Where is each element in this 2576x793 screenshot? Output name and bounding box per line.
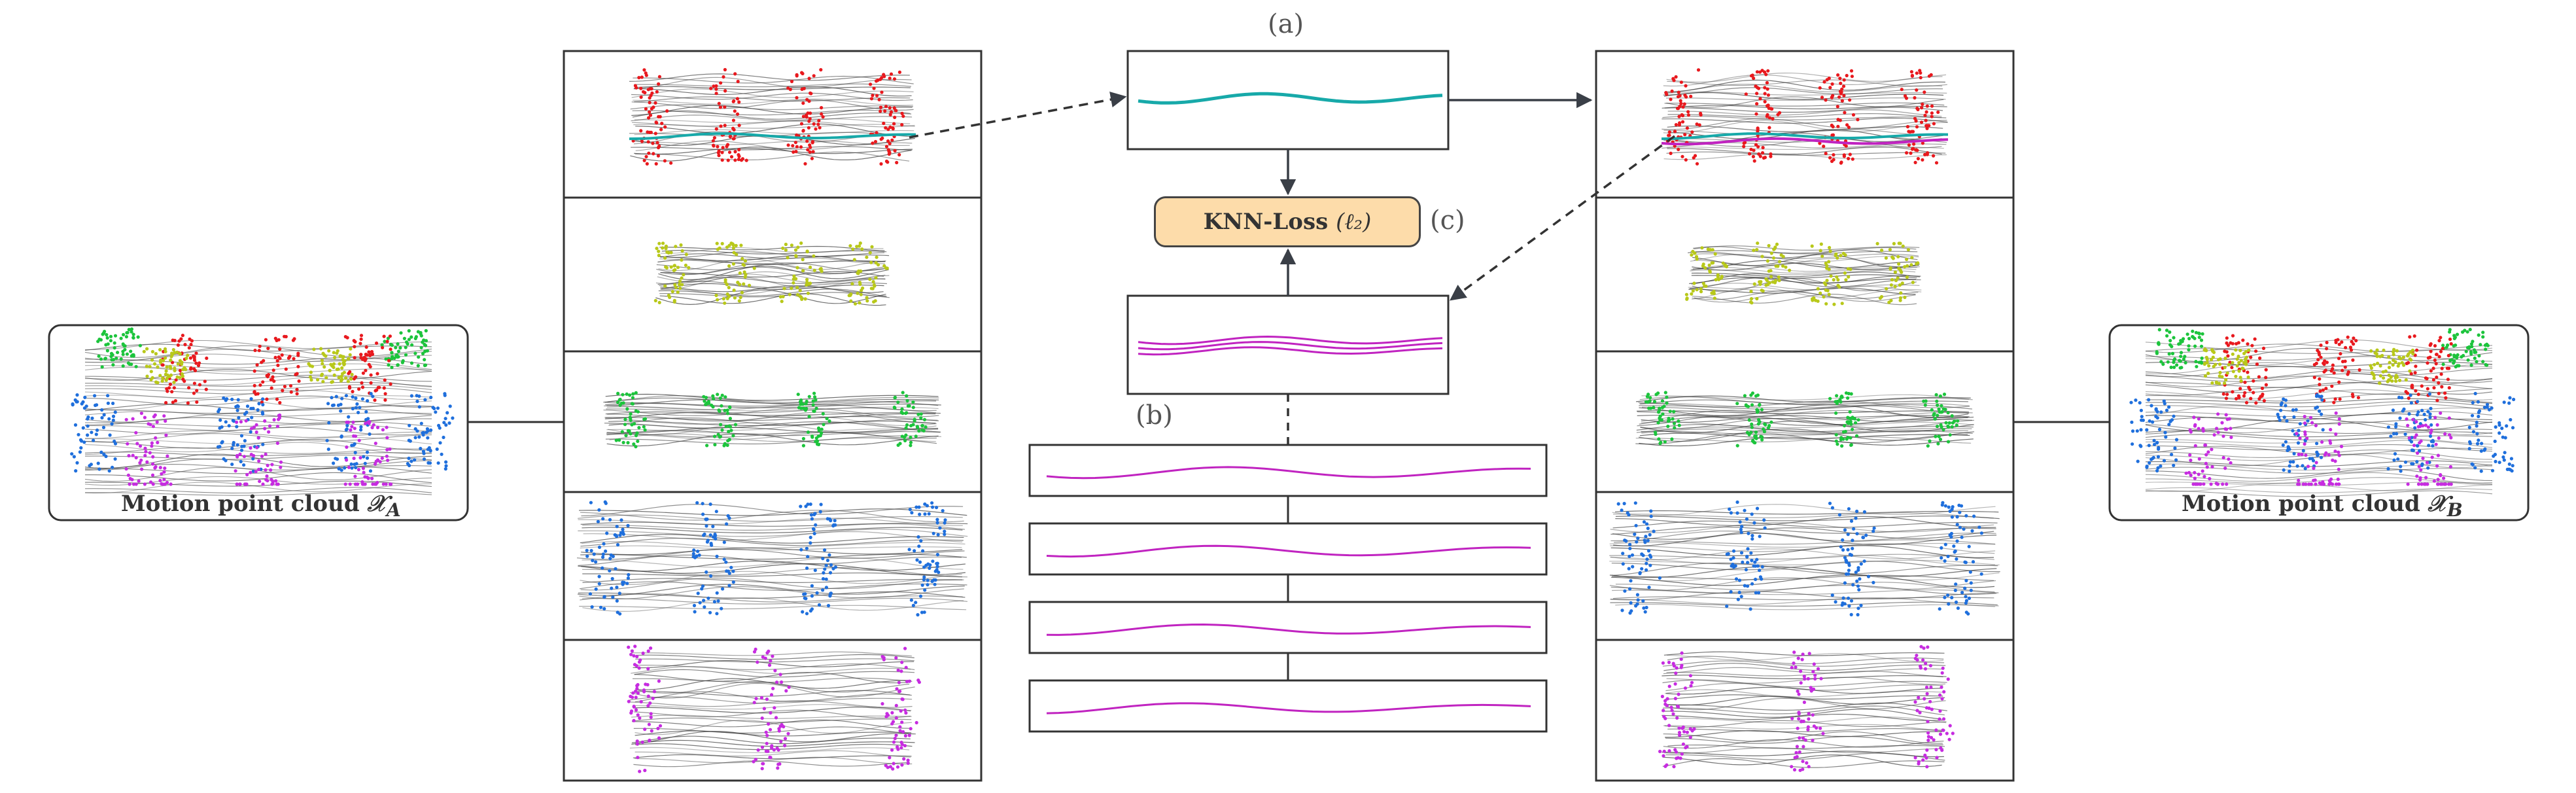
magenta-curves [1138,335,1443,356]
label-c: (c) [1430,205,1465,236]
highlighted-magenta-trajectory [1661,137,1949,146]
cloud-a-label: Motion point cloud 𝒳A [121,491,401,521]
cloud-a-symbol: 𝒳 [367,491,387,517]
magenta-joint-panel [1595,639,2015,782]
cloud-b-label: Motion point cloud 𝒳B [2182,491,2463,521]
magenta-joint-panel [563,639,983,782]
knn-loss-symbol: (ℓ₂) [1336,209,1372,235]
green-joint-panel [563,350,983,493]
curve-box-4 [1028,679,1548,733]
red-joint-panel [563,50,983,199]
cloud-b-sub: B [2446,498,2463,521]
blue-joint-panel [1595,491,2015,641]
cloud-b-plot [2129,328,2516,497]
cloud-a-sub: A [386,498,401,521]
curve-box-2 [1028,522,1548,576]
yellow-joint-panel [1595,196,2015,353]
highlighted-teal-trajectory [629,132,916,141]
cloud-a-plot [70,327,455,496]
highlighted-teal-trajectory [1661,132,1949,141]
yellow-joint-panel [563,196,983,353]
green-joint-panel [1595,350,2015,493]
cloud-a-prefix: Motion point cloud [121,491,360,517]
dashed-arrow-a-to-teal [909,92,1127,139]
knn-loss-box: KNN-Loss (ℓ₂) [1154,196,1421,247]
label-a: (a) [1268,9,1304,39]
cloud-b-prefix: Motion point cloud [2182,491,2420,517]
knn-loss-text: KNN-Loss [1203,209,1329,235]
cloud-b-symbol: 𝒳 [2428,491,2447,517]
red-joint-panel [1595,50,2015,199]
blue-joint-panel [563,491,983,641]
joint-stack-a [563,50,983,782]
label-b: (b) [1136,400,1173,431]
curve-box-1 [1028,444,1548,497]
teal-curve [1138,92,1443,105]
curve-stack [1028,444,1548,733]
curve-box-3 [1028,601,1548,654]
joint-stack-b [1595,50,2015,782]
